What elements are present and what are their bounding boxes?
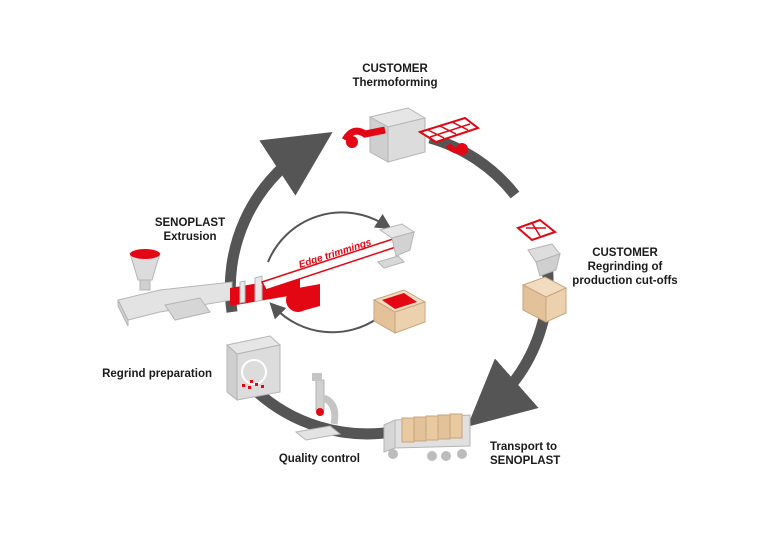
label-line: Transport to xyxy=(490,441,558,453)
outer-arc-right xyxy=(428,132,520,199)
label-line: Quality control xyxy=(278,453,360,465)
label-line: production cut-offs xyxy=(572,275,678,287)
inner-arc-bottom xyxy=(269,302,379,334)
label-line: Regrind preparation xyxy=(102,368,212,380)
label-line: Extrusion xyxy=(163,231,217,243)
formed-tray-sheet xyxy=(417,116,481,144)
label-line: CUSTOMER xyxy=(592,247,658,259)
outer-arc-bottom xyxy=(251,385,393,440)
label-customer-regrinding: CUSTOMER Regrinding of production cut-of… xyxy=(565,246,685,288)
label-line: Thermoforming xyxy=(352,77,438,89)
granulator-machine xyxy=(516,218,561,277)
extruder xyxy=(117,249,233,327)
inner-regrind-box xyxy=(372,289,427,334)
truck xyxy=(383,413,471,461)
label-regrind-preparation: Regrind preparation xyxy=(88,367,212,381)
label-senoplast-extrusion: SENOPLAST Extrusion xyxy=(140,216,240,244)
inner-cycle xyxy=(267,211,392,334)
label-line: SENOPLAST xyxy=(490,455,561,467)
label-line: Regrinding of xyxy=(587,261,663,273)
regrind-box-customer xyxy=(521,276,568,323)
label-quality-control: Quality control xyxy=(250,452,360,466)
label-line: SENOPLAST xyxy=(154,217,226,229)
label-transport: Transport to SENOPLAST xyxy=(490,440,590,468)
microscope xyxy=(294,373,342,441)
trim-granulator xyxy=(377,223,416,269)
thermoforming-machine xyxy=(341,107,481,163)
regrind-preparation-machine xyxy=(225,335,282,402)
inner-arc-top xyxy=(267,211,392,263)
truck-cargo xyxy=(401,413,463,443)
label-line: CUSTOMER xyxy=(362,63,428,75)
label-customer-thermoforming: CUSTOMER Thermoforming xyxy=(340,62,450,90)
